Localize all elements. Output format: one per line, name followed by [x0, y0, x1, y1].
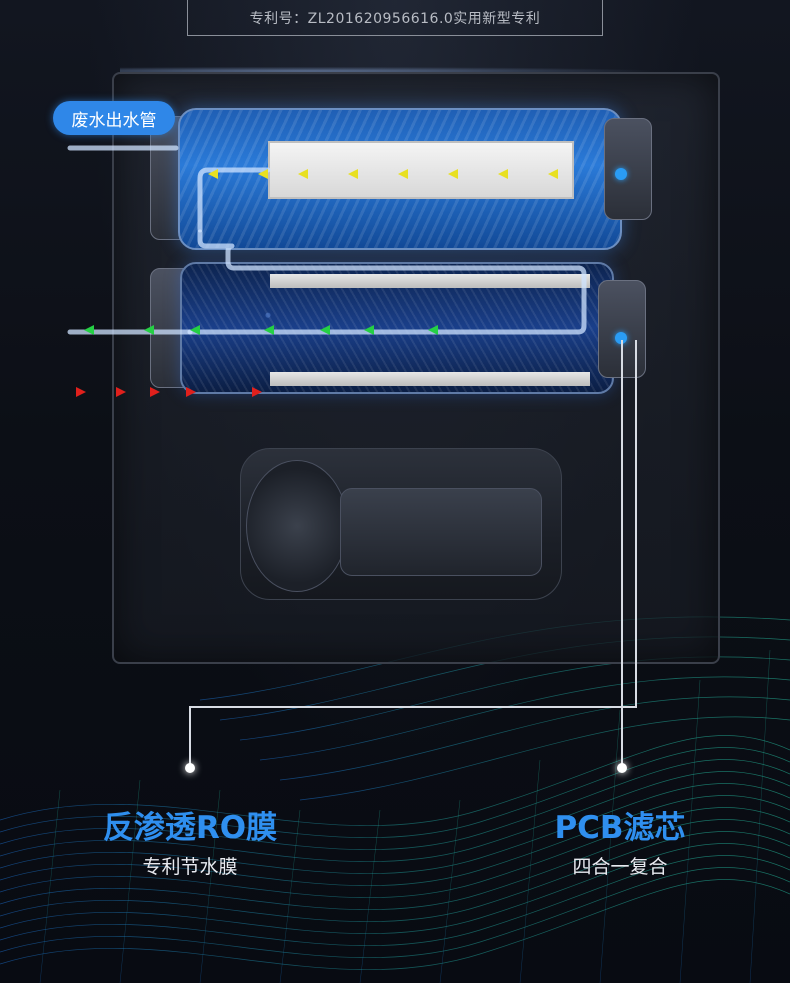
ro-right-end-cap	[604, 118, 652, 220]
machine-top-highlight	[120, 66, 720, 76]
pcb-core-top-band	[270, 274, 590, 288]
ro-membrane-subtitle: 专利节水膜	[142, 856, 238, 878]
pcb-right-end-cap	[598, 280, 646, 378]
pcb-filter-subtitle: 四合一复合	[572, 856, 668, 878]
yellow-flow-arrows	[208, 169, 558, 179]
ro-callout-vertical-line	[189, 706, 191, 768]
ro-membrane-core	[268, 141, 574, 199]
ro-connector-dot	[615, 168, 627, 180]
ro-callout-dot	[185, 763, 195, 773]
pump-head	[246, 460, 348, 592]
patent-number-banner: 专利号：ZL201620956616.0实用新型专利	[187, 0, 603, 36]
pump-motor	[340, 488, 542, 576]
green-flow-arrows	[84, 325, 438, 335]
red-flow-arrows	[76, 387, 262, 397]
waste-water-pipe-label: 废水出水管	[53, 101, 175, 135]
pcb-connector-dot	[615, 332, 627, 344]
pcb-callout-link-line	[635, 340, 637, 708]
pcb-callout-dot	[617, 763, 627, 773]
ro-callout-horizontal-line	[189, 706, 637, 708]
pcb-callout-vertical-line	[621, 340, 623, 768]
ro-membrane-title: 反渗透RO膜	[102, 810, 278, 846]
pcb-filter-title: PCB滤芯	[554, 810, 686, 846]
pcb-core-bottom-band	[270, 372, 590, 386]
